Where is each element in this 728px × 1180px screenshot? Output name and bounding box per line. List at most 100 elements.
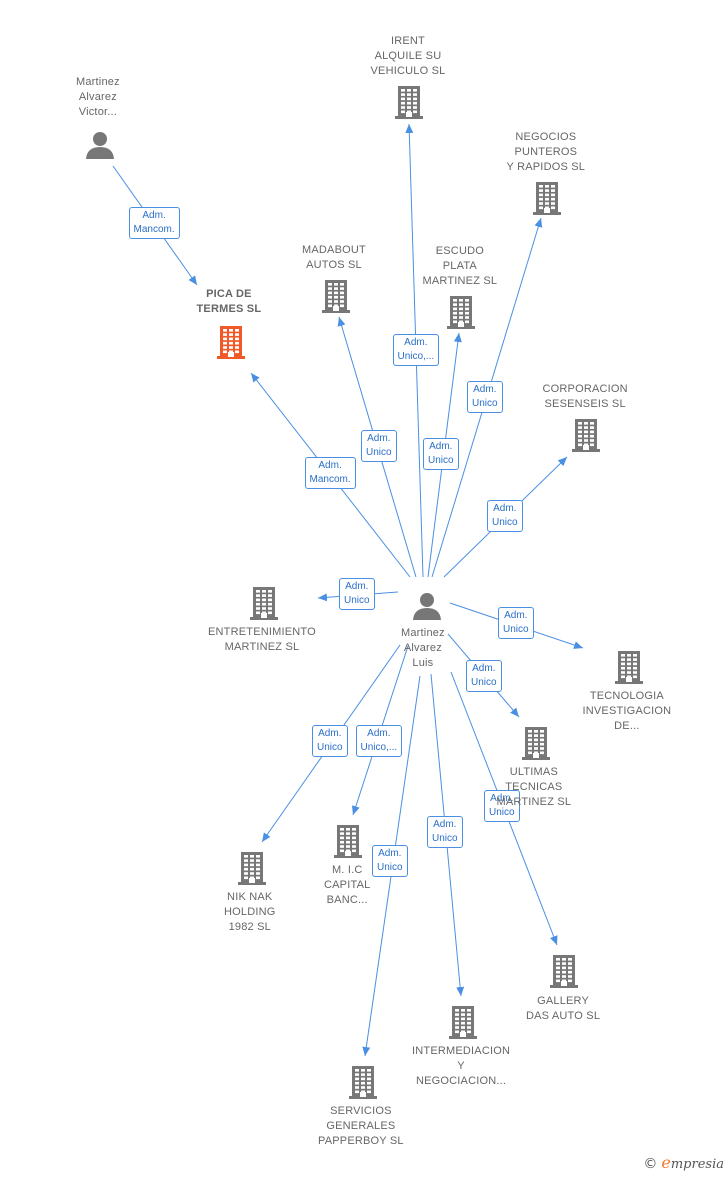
pica-de-termes-building-icon[interactable] [216, 325, 246, 364]
edge-label-line: Unico [489, 807, 515, 818]
node-label-line: PAPPERBOY SL [318, 1135, 404, 1147]
irent-building-icon[interactable] [394, 85, 424, 124]
edge-label-negocios-punteros[interactable]: Adm.Unico [467, 381, 503, 413]
node-label-line: M. I.C [331, 864, 363, 876]
edge-label-mic-capital[interactable]: Adm.Unico,... [355, 725, 403, 757]
edge-label-line: Unico [503, 624, 529, 635]
node-label-line: CORPORACION [542, 383, 628, 395]
servicios-label[interactable]: SERVICIOS GENERALES PAPPERBOY SL [318, 1104, 404, 1149]
node-label-line: Victor... [78, 106, 118, 118]
edge-label-line: Adm. [345, 581, 369, 592]
node-label-line: MARTINEZ SL [224, 641, 300, 653]
node-label-line: MARTINEZ SL [422, 275, 498, 287]
edge-label-line: Unico [366, 447, 392, 458]
nik-nak-building-icon[interactable] [237, 851, 267, 890]
empresia-logo-text: mpresia [670, 1157, 724, 1172]
node-label-line: BANC... [326, 894, 368, 906]
edge-label-line: Unico [432, 833, 458, 844]
node-label-line: GALLERY [537, 995, 590, 1007]
edge-label-servicios[interactable]: Adm.Unico [372, 845, 408, 877]
node-label-line: ULTIMAS [509, 766, 558, 778]
node-label-line: NEGOCIACION... [415, 1075, 507, 1087]
edge-label-gallery[interactable]: Adm.Unico [484, 790, 520, 822]
edge-label-escudo-plata[interactable]: Adm.Unico [423, 438, 459, 470]
edge-label-line: Unico [377, 862, 403, 873]
node-label-line: INTERMEDIACION [412, 1045, 511, 1057]
edge-label-line: Adm. [404, 337, 428, 348]
madabout-building-icon[interactable] [321, 279, 351, 318]
node-label-line: VEHICULO SL [370, 65, 446, 77]
node-label-line: TERMES SL [196, 303, 262, 315]
martinez-luis-person-icon[interactable] [412, 591, 442, 626]
edge-label-tecnologia[interactable]: Adm. Unico [498, 607, 534, 639]
edge-label-ultimas-tecnicas[interactable]: Adm.Unico [466, 660, 502, 692]
node-label-line: ENTRETENIMIENTO [208, 626, 316, 638]
node-label-line: TECNOLOGIA [589, 690, 664, 702]
edge-label-line: Unico [471, 677, 497, 688]
escudo-plata-building-icon[interactable] [446, 295, 476, 334]
edge-label-line: Unico [492, 517, 518, 528]
gallery-building-icon[interactable] [549, 954, 579, 993]
copyright-icon: © [643, 1156, 658, 1172]
ultimas-tecnicas-building-icon[interactable] [521, 726, 551, 765]
node-label-line: SERVICIOS [330, 1105, 392, 1117]
edge-label-pica-de-termes[interactable]: Adm.Mancom. [304, 457, 356, 489]
negocios-punteros-building-icon[interactable] [532, 181, 562, 220]
edge-label-corporacion-sesenseis[interactable]: Adm. Unico [487, 500, 523, 532]
node-label-line: CAPITAL [324, 879, 371, 891]
node-label-line: MARTINEZ SL [496, 796, 572, 808]
edge-label-line: Mancom. [133, 224, 175, 235]
edge-label-line: Adm. [493, 503, 517, 514]
servicios-building-icon[interactable] [348, 1065, 378, 1104]
node-label-line: NEGOCIOS [515, 131, 577, 143]
node-label-line: AUTOS SL [306, 259, 362, 271]
node-label-line: Alvarez [78, 91, 117, 103]
edge-label-line: Unico,... [360, 742, 398, 753]
node-label-line: Martinez [76, 76, 120, 88]
edge-label-intermediacion[interactable]: Adm.Unico [427, 816, 463, 848]
edge-label-line: Adm. [318, 728, 342, 739]
edge-label-line: Adm. [473, 384, 497, 395]
empresia-logo-initial: e [661, 1153, 671, 1172]
martinez-victor-person-icon[interactable] [85, 130, 115, 165]
edge-label-nik-nak[interactable]: Adm. Unico [312, 725, 348, 757]
intermediacion-label[interactable]: INTERMEDIACION Y NEGOCIACION... [412, 1044, 510, 1089]
node-label-line: Y RAPIDOS SL [506, 161, 586, 173]
corporacion-sesenseis-building-icon[interactable] [571, 418, 601, 457]
mic-capital-label[interactable]: M. I.C CAPITAL BANC... [324, 863, 370, 908]
entretenimiento-building-icon[interactable] [249, 586, 279, 625]
edge-label-line: Unico [317, 742, 343, 753]
mic-capital-building-icon[interactable] [333, 824, 363, 863]
node-label-line: ALQUILE SU [374, 50, 442, 62]
node-label-line: SESENSEIS SL [544, 398, 626, 410]
node-label-line: GENERALES [326, 1120, 396, 1132]
edge-label-line: Adm. [318, 460, 342, 471]
pica-de-termes-label[interactable]: PICA DE TERMES SL [197, 287, 262, 317]
intermediacion-building-icon[interactable] [448, 1005, 478, 1044]
edge-label-line: Unico [344, 595, 370, 606]
edge-label-irent[interactable]: Adm. Unico,... [392, 334, 440, 366]
edge-label-line: Unico [428, 455, 454, 466]
edge-label-entretenimiento[interactable]: Adm. Unico [339, 578, 375, 610]
edge-label-line: Adm. [142, 210, 166, 221]
tecnologia-building-icon[interactable] [614, 650, 644, 689]
edge-label-line: Unico,... [397, 351, 435, 362]
edge-label-line: Adm. [367, 433, 391, 444]
node-label-line: Y [457, 1060, 465, 1072]
corporacion-sesenseis-label[interactable]: CORPORACION SESENSEIS SL [543, 382, 628, 412]
edge-label-madabout[interactable]: Adm. Unico [361, 430, 397, 462]
node-label-line: PICA DE [206, 288, 252, 300]
entretenimiento-label[interactable]: ENTRETENIMIENTO MARTINEZ SL [208, 625, 316, 655]
edge-label-pica-de-termes[interactable]: Adm. Mancom. [128, 207, 180, 239]
edge-label-line: Adm. [504, 610, 528, 621]
